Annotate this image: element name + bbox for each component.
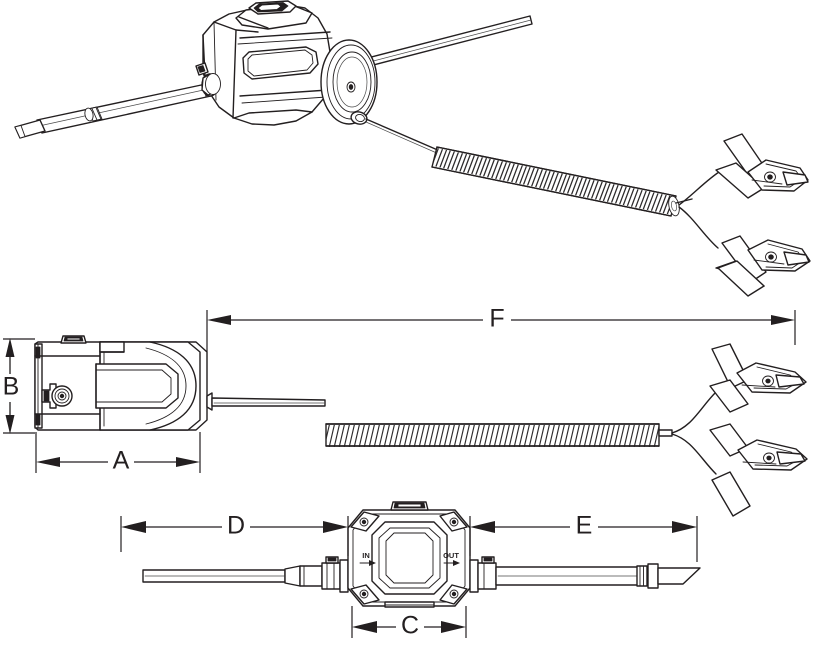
plan-pump-body: IN OUT [347, 501, 471, 608]
iso-side-fitting [195, 62, 221, 97]
dimension-B: B B [2, 338, 35, 434]
side-elevation-view: B B [2, 305, 808, 517]
dimension-C: C [351, 606, 467, 641]
iso-clip-upper [715, 133, 809, 199]
outlet-label: OUT [443, 551, 459, 560]
dimension-label-F: F [489, 305, 504, 333]
plan-outlet-marker: OUT [443, 551, 460, 566]
dimension-label-D: D [227, 512, 245, 540]
plan-view: IN OUT [120, 501, 701, 641]
side-clip-lower [709, 423, 808, 517]
dimension-A: A [35, 432, 201, 476]
iso-pump-body [195, 0, 378, 126]
dimension-F: F [206, 305, 796, 352]
plan-corner-bosses [350, 511, 468, 605]
plan-nozzle-rod [469, 556, 701, 593]
side-coil-turns [326, 425, 659, 447]
iso-front-cap [320, 39, 378, 125]
dimension-label-A: A [113, 447, 130, 475]
dimension-D: D [120, 512, 349, 556]
iso-coiled-cord [431, 146, 680, 217]
side-coiled-cord [325, 423, 673, 447]
side-cord-lead [206, 392, 326, 411]
side-fitting [41, 383, 73, 409]
dimension-label-B-text: B [3, 373, 20, 401]
dimension-label-E: E [576, 512, 593, 540]
iso-cord-outlet [350, 111, 368, 125]
side-clip-upper [709, 343, 807, 413]
dimension-label-C: C [401, 612, 419, 640]
iso-clip-lower [715, 235, 811, 297]
plan-inlet-marker: IN [359, 551, 376, 566]
plan-extension-rod [142, 556, 349, 593]
dimension-E: E [469, 512, 698, 562]
side-pump-body [34, 335, 208, 431]
isometric-view [14, 0, 811, 297]
iso-cord-lead [365, 118, 441, 155]
side-cord-branch [671, 391, 717, 475]
inlet-label: IN [362, 551, 370, 560]
